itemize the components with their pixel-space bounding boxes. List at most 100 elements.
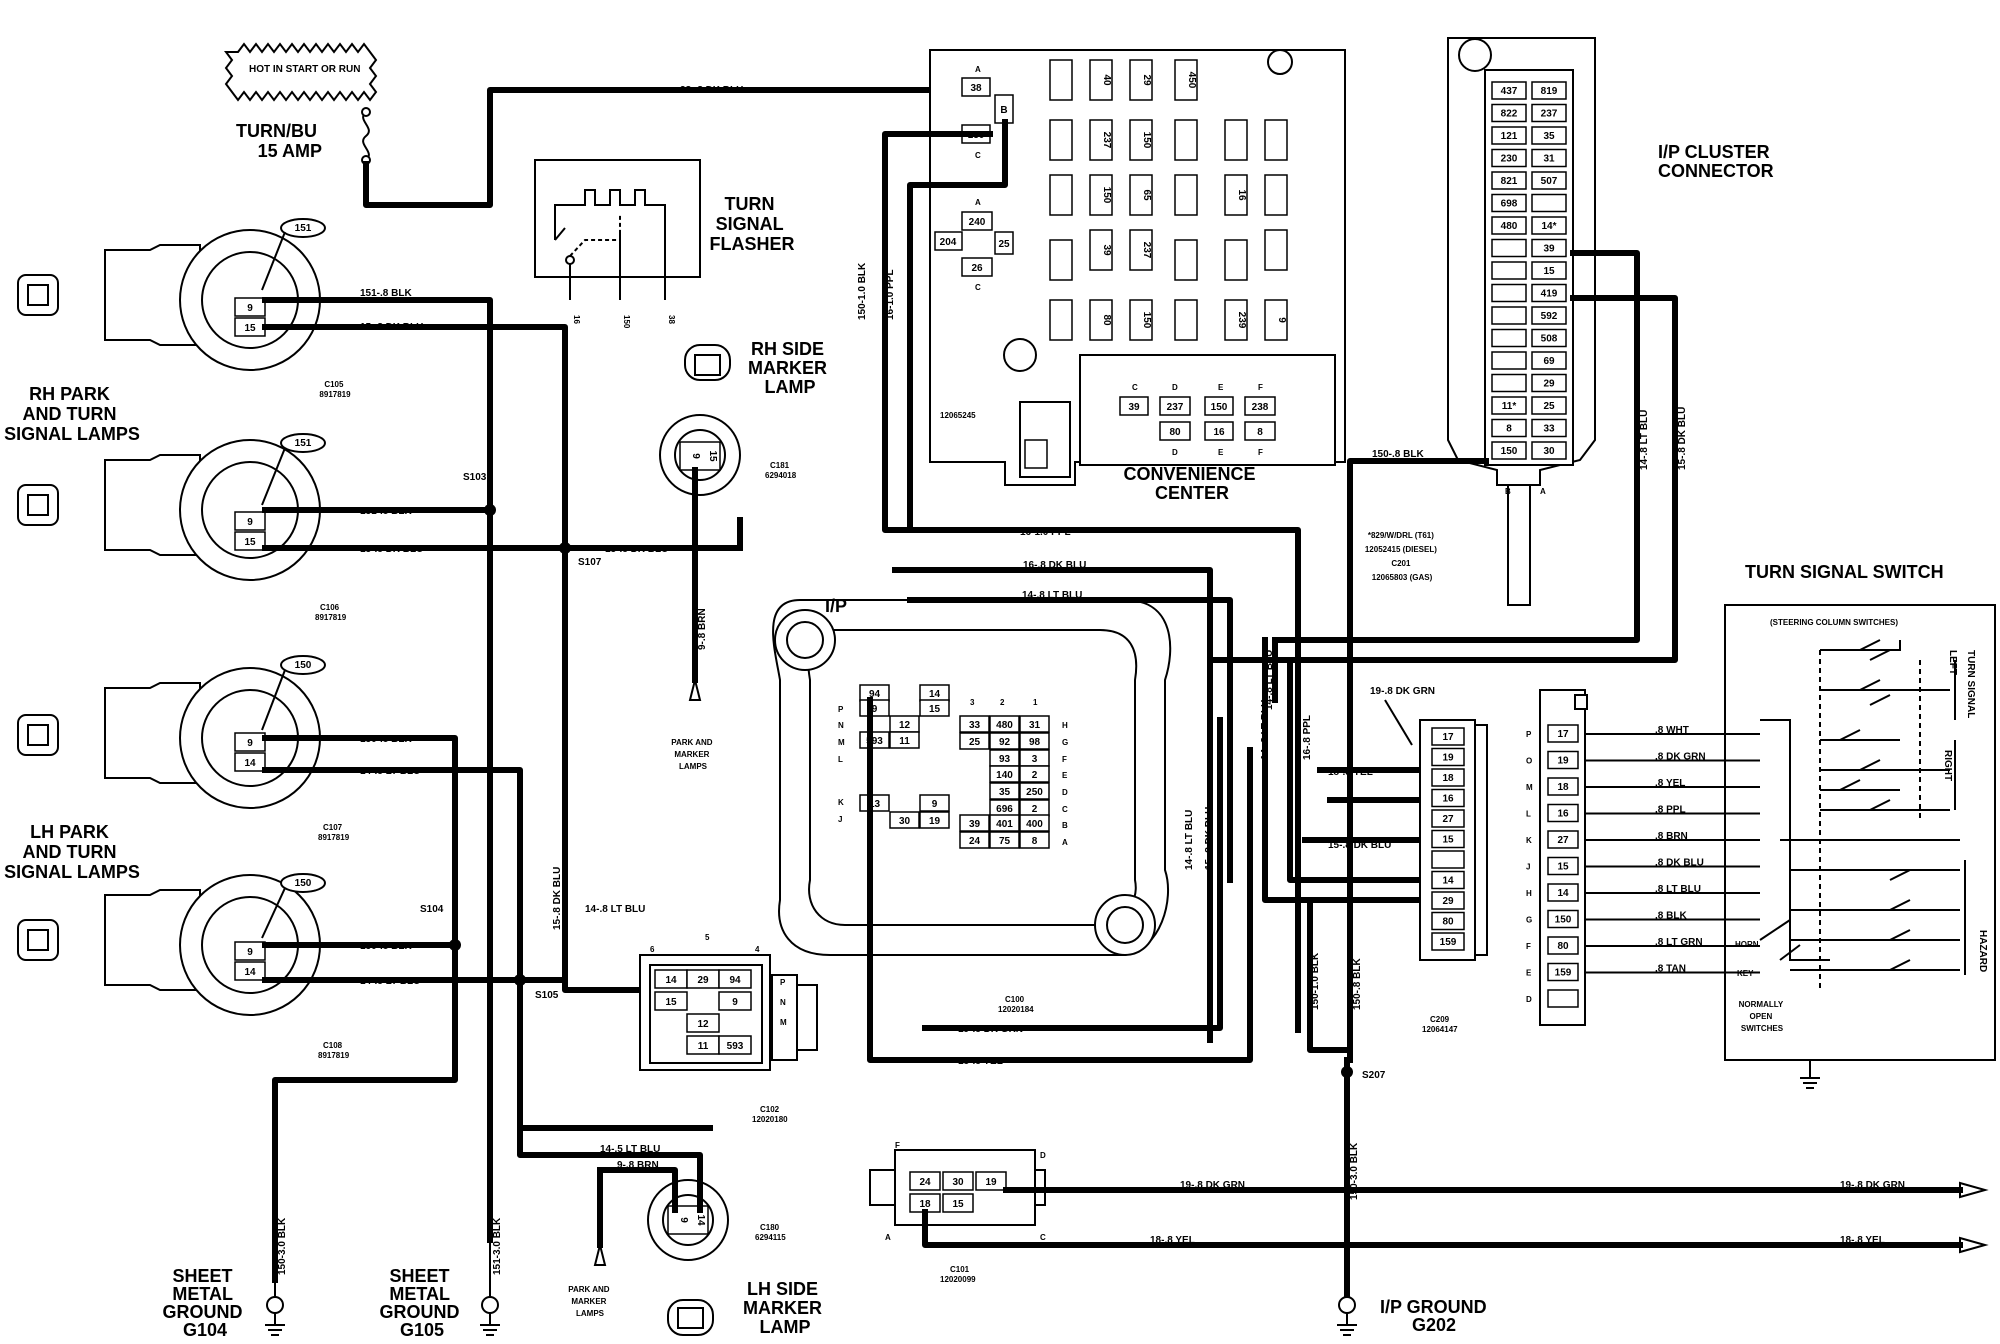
c100-cell (1019, 765, 1050, 783)
c100-cell-label: 13 (869, 799, 881, 810)
switch-pin (1547, 989, 1579, 1008)
wire-15-dkblu-c209: 15-.8 DK BLU (1328, 840, 1391, 851)
cluster-pin-left (1491, 396, 1527, 415)
c107-tag-150: 150 (295, 660, 312, 671)
convenience-center: 38 150 B A C 240 204 26 25 A C 40 29 450… (929, 49, 1346, 503)
cluster-pin-right-label: 25 (1543, 401, 1555, 412)
svg-text:PARK AND MARKER LA: PARK AND MARKER LAMPS (568, 1285, 612, 1318)
wire-15-dkblu-vert: 15-.8 DK BLU (1204, 807, 1215, 870)
wire-9-brn: 9-.8 BRN (697, 608, 708, 650)
c105-pin-9: 9 (247, 303, 253, 314)
svg-text:SHEET METAL GROUND: SHEET METAL GROUND G105 (379, 1266, 464, 1340)
svg-text:I/P CLUSTER CONNECTOR: I/P CLUSTER CONNECTOR (1658, 142, 1775, 181)
svg-text:F: F (895, 1141, 900, 1150)
svg-text:4: 4 (755, 945, 760, 954)
c100-cell-label: 696 (996, 804, 1013, 815)
cluster-pin-left-label: 8 (1506, 424, 1512, 435)
wire-150-blk-cl: 150-.8 BLK (1372, 449, 1424, 460)
svg-text:15: 15 (665, 997, 677, 1008)
rh-side-marker: RH SIDE MARKER LAMP 9 15 C181 6294018 9-… (659, 339, 827, 771)
switch-pin (1547, 750, 1579, 770)
c100-cell (959, 831, 990, 849)
c100-cell-label: 480 (996, 720, 1013, 731)
svg-text:9: 9 (1276, 317, 1287, 323)
svg-text:25: 25 (998, 239, 1010, 250)
c100-cell (1019, 814, 1050, 832)
wire-18-yel-c209: 18-.8 YEL (1328, 767, 1373, 778)
cluster-pin-right-label: 419 (1541, 289, 1558, 300)
splice-s105: S105 (535, 990, 559, 1001)
c100-cell-label: 9 (932, 799, 938, 810)
wire-14-ltblu-cl: 14-.8 LT BLU (1639, 410, 1650, 470)
c100-cell-label: 98 (1029, 737, 1041, 748)
cluster-pin-right (1531, 306, 1567, 325)
switch-pin-num: 15 (1557, 862, 1569, 873)
c102-cells: 14 29 94 15 9 12 11 593 (654, 969, 752, 1055)
cluster-pin-left (1491, 283, 1527, 303)
lh-side-marker: 9 14 C180 6294115 LH SIDE MARKER LAMP 14… (517, 1125, 822, 1337)
cluster-pin-right-label: 39 (1543, 244, 1555, 255)
svg-text:12: 12 (697, 1019, 709, 1030)
switch-wire-label: .8 BRN (1655, 831, 1688, 842)
cluster-pin-right-label: 237 (1541, 109, 1558, 120)
wire-15-dkblu-a: 15-.8 DK BLU (360, 322, 423, 333)
wire-15-dkblu-b: 15-.8 DK BLU (360, 544, 423, 555)
cluster-pin-right-label: 33 (1543, 424, 1555, 435)
switch-pin-num: 80 (1557, 941, 1569, 952)
c100-row-left: K (838, 798, 844, 807)
c100-cell (889, 811, 920, 829)
c107-pin-9: 9 (247, 738, 253, 749)
relay-block: 40 29 450 237 150 150 65 39 237 80 150 1… (1049, 59, 1288, 341)
svg-text:450: 450 (1186, 72, 1197, 89)
c106-pin-9: 9 (247, 517, 253, 528)
connector-c102: 14 29 94 15 9 12 11 593 6 5 4 P N M C102… (639, 933, 818, 1124)
cluster-pin-right (1531, 193, 1567, 213)
cluster-pin-right (1531, 351, 1567, 370)
fuse-label: TURN/BU 15 AMP (236, 121, 322, 161)
svg-text:16: 16 (1236, 189, 1247, 201)
wire-16-10-ppl: 16-1.0 PPL (885, 269, 896, 320)
c100-cell-label: 35 (999, 787, 1011, 798)
c100-cell-label: 2 (1032, 770, 1038, 781)
c209-pin-label: 29 (1442, 896, 1454, 907)
hot-note-text: HOT IN START OR RUN (249, 64, 360, 75)
c100-cell-label: 24 (969, 836, 981, 847)
cluster-pin-left (1491, 441, 1527, 460)
c209-pin-label: 80 (1442, 917, 1454, 928)
ground-g202: I/P GROUND G202 150-3.0 BLK (1337, 1057, 1487, 1336)
cluster-pin-right (1531, 373, 1567, 393)
c100-cell (1019, 732, 1050, 750)
switch-pin-letter: E (1526, 969, 1532, 978)
wire-18-yel-out: 18-.8 YEL (1840, 1235, 1885, 1246)
c100-row-left: L (838, 755, 843, 764)
c100-cell (959, 715, 990, 733)
svg-text:A: A (975, 65, 981, 74)
wire-150-30-blk-g104: 150-3.0 BLK (277, 1217, 288, 1275)
switch-pin-letter: K (1526, 836, 1532, 845)
wire-18-yel-c101: 18-.8 YEL (1150, 1235, 1195, 1246)
ip-label: I/P (825, 596, 847, 616)
cluster-pin-right-label: 31 (1543, 154, 1555, 165)
switch-wire-label: .8 DK BLU (1655, 858, 1704, 869)
cluster-pin-right (1531, 238, 1567, 258)
svg-text:19: 19 (985, 1177, 997, 1188)
switch-pin-letter: L (1526, 810, 1531, 819)
ground-g105: SHEET METAL GROUND G105 (379, 1240, 500, 1340)
c209-pin (1431, 829, 1465, 849)
c102-label: C102 12020180 (752, 1105, 788, 1124)
switch-pin-num: 16 (1557, 809, 1569, 820)
cluster-pin-left (1491, 148, 1527, 168)
svg-text:40: 40 (1101, 74, 1112, 86)
lh-park-turn-label: LH PARK AND TURN SIGNAL LAMPS (4, 822, 140, 882)
rh-lamp-c106: 9 15 151 C106 8917819 (17, 433, 347, 622)
c209-pin (1431, 727, 1465, 746)
switch-pin (1547, 777, 1579, 796)
cluster-pin-right-label: 592 (1541, 311, 1558, 322)
c100-cell-label: 400 (1026, 819, 1043, 830)
wire-16-ppl-vert: 16-.8 PPL (1302, 715, 1313, 760)
hazard-label: HAZARD (1977, 930, 1988, 972)
svg-text:C: C (1040, 1233, 1046, 1242)
